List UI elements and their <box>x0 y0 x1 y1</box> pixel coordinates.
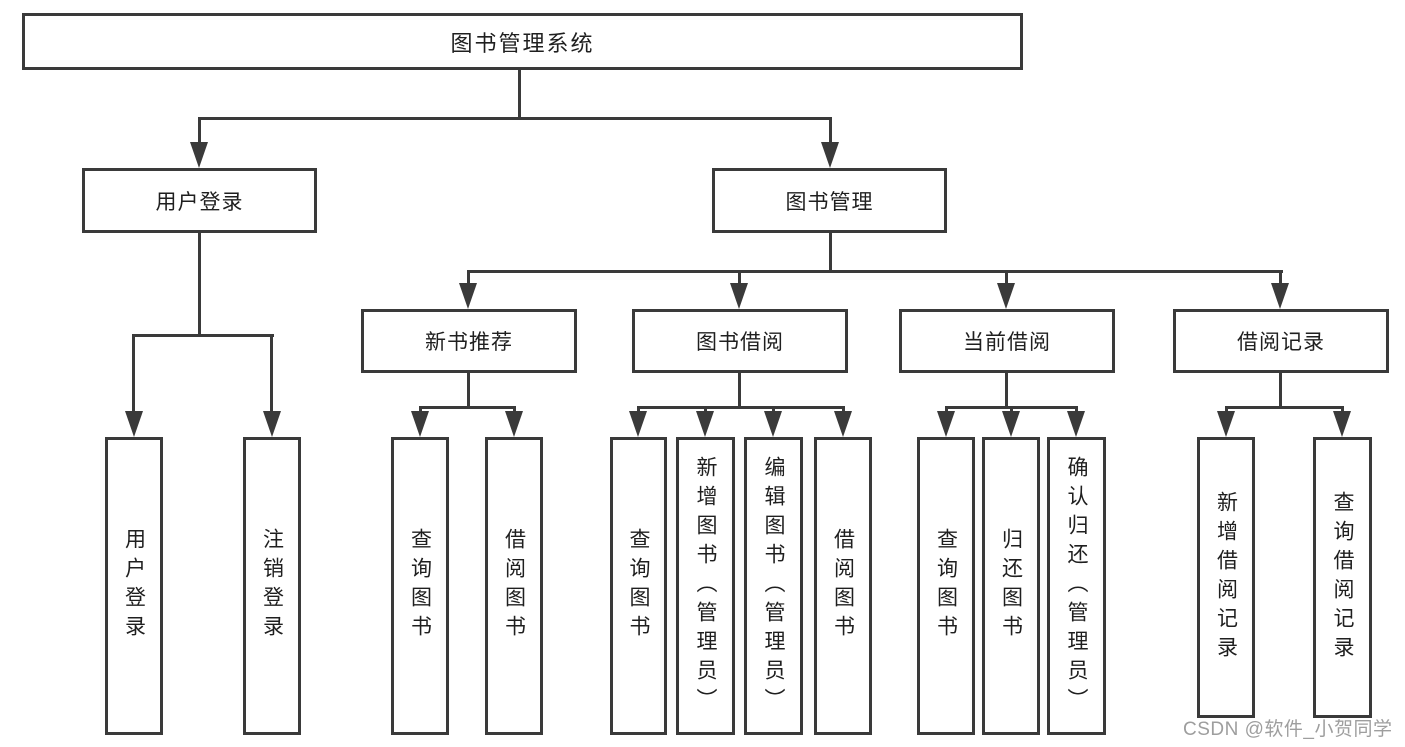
arrowhead-borrow-records <box>1271 283 1289 309</box>
leaf-book-borrow-edit-admin: 编辑图书（管理员） <box>744 437 803 735</box>
node-borrow-records: 借阅记录 <box>1173 309 1389 373</box>
leaf-current-borrow-confirm-admin: 确认归还（管理员） <box>1047 437 1106 735</box>
arrowhead-bb-borrow <box>834 411 852 437</box>
arrowhead-cb-return <box>1002 411 1020 437</box>
node-book-management: 图书管理 <box>712 168 947 233</box>
arrowhead-book-management <box>821 142 839 168</box>
connector-drop-user-login <box>198 117 201 146</box>
connector-drop-borrow-records <box>1279 270 1282 287</box>
connector-drop-book-borrow <box>738 270 741 287</box>
node-user-login: 用户登录 <box>82 168 317 233</box>
connector-drop-cb-query <box>945 406 948 415</box>
arrowhead-br-add <box>1217 411 1235 437</box>
connector-user-login-rail <box>132 334 274 337</box>
arrowhead-new-book-recommend <box>459 283 477 309</box>
leaf-new-books-borrow: 借阅图书 <box>485 437 543 735</box>
arrowhead-br-query <box>1333 411 1351 437</box>
connector-drop-nb-borrow <box>513 406 516 415</box>
connector-current-borrow-drop <box>1005 373 1008 409</box>
leaf-book-borrow-borrow: 借阅图书 <box>814 437 872 735</box>
leaf-borrow-records-query: 查询借阅记录 <box>1313 437 1372 718</box>
connector-drop-br-add <box>1225 406 1228 415</box>
connector-drop-current-borrow <box>1005 270 1008 287</box>
connector-drop-cb-return <box>1010 406 1013 415</box>
connector-book-borrow-rail <box>637 406 845 409</box>
arrowhead-bb-add <box>696 411 714 437</box>
connector-level3-rail <box>467 270 1283 273</box>
arrowhead-cb-query <box>937 411 955 437</box>
connector-drop-nb-query <box>419 406 422 415</box>
connector-new-book-recommend-drop <box>467 373 470 409</box>
node-book-borrow: 图书借阅 <box>632 309 848 373</box>
leaf-user-login: 用户登录 <box>105 437 163 735</box>
arrowhead-user-login <box>190 142 208 168</box>
connector-drop-bb-add <box>704 406 707 415</box>
connector-level2-rail <box>198 117 832 120</box>
connector-drop-bb-edit <box>772 406 775 415</box>
connector-root-drop <box>518 70 521 119</box>
arrowhead-nb-borrow <box>505 411 523 437</box>
arrowhead-leaf-login <box>125 411 143 437</box>
arrowhead-leaf-logout <box>263 411 281 437</box>
connector-book-management-drop <box>829 233 832 273</box>
leaf-logout: 注销登录 <box>243 437 301 735</box>
arrowhead-nb-query <box>411 411 429 437</box>
csdn-watermark: CSDN @软件_小贺同学 <box>1183 719 1393 740</box>
connector-borrow-records-rail <box>1225 406 1343 409</box>
connector-drop-new-book-recommend <box>467 270 470 287</box>
connector-book-borrow-drop <box>738 373 741 409</box>
leaf-new-books-query: 查询图书 <box>391 437 449 735</box>
leaf-book-borrow-query: 查询图书 <box>610 437 667 735</box>
connector-user-login-drop <box>198 233 201 337</box>
arrowhead-book-borrow <box>730 283 748 309</box>
arrowhead-bb-edit <box>764 411 782 437</box>
arrowhead-bb-query <box>629 411 647 437</box>
arrowhead-current-borrow <box>997 283 1015 309</box>
node-root-library-system: 图书管理系统 <box>22 13 1023 70</box>
connector-drop-cb-confirm <box>1075 406 1078 415</box>
leaf-current-borrow-query: 查询图书 <box>917 437 975 735</box>
node-new-book-recommend: 新书推荐 <box>361 309 577 373</box>
leaf-borrow-records-add: 新增借阅记录 <box>1197 437 1255 718</box>
connector-new-books-rail <box>419 406 516 409</box>
connector-drop-bb-query <box>637 406 640 415</box>
connector-drop-book-management <box>829 117 832 146</box>
leaf-current-borrow-return: 归还图书 <box>982 437 1040 735</box>
node-current-borrow: 当前借阅 <box>899 309 1115 373</box>
connector-drop-bb-borrow <box>842 406 845 415</box>
connector-borrow-records-drop <box>1279 373 1282 409</box>
arrowhead-cb-confirm <box>1067 411 1085 437</box>
connector-drop-leaf-logout <box>270 334 273 415</box>
connector-drop-leaf-login <box>132 334 135 415</box>
leaf-book-borrow-add-admin: 新增图书（管理员） <box>676 437 735 735</box>
connector-drop-br-query <box>1341 406 1344 415</box>
